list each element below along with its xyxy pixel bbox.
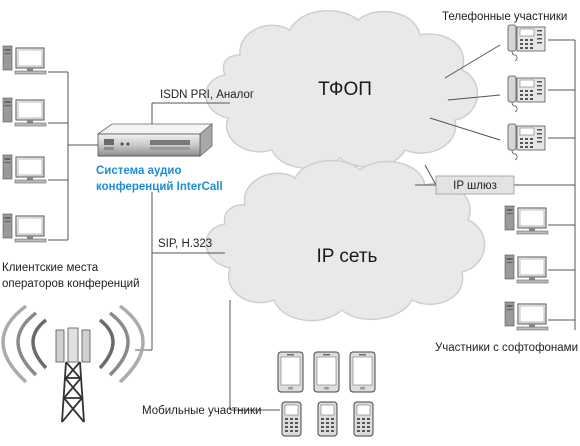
desktop-computer-icon (2, 154, 47, 184)
desktop-computer-icon (504, 254, 549, 284)
system-label-line2: конференций InterCall (96, 181, 223, 193)
mobile-phone-icon (353, 401, 374, 437)
smartphone-icon (349, 351, 376, 393)
isdn-link-label: ISDN PRI, Аналог (160, 89, 254, 101)
operators-label-line2: операторов конференций (2, 278, 140, 290)
desktop-computer-icon (504, 205, 549, 235)
smartphone-icon (277, 351, 304, 393)
connection-lines (48, 39, 576, 411)
desk-phone-icon (507, 75, 546, 113)
conference-server: Система аудио конференций InterCall (96, 123, 223, 193)
sip-link-label: SIP, H.323 (158, 238, 212, 250)
server-rack-icon (96, 123, 214, 157)
cell-tower-icon (1, 304, 145, 423)
desk-phone-icon (507, 24, 546, 62)
operators-label-line1: Клиентские места (2, 262, 99, 274)
desktop-computer-icon (504, 301, 549, 331)
pstn-cloud: ТФОП (205, 9, 478, 170)
ip-cloud: IP сеть (205, 159, 486, 322)
mobile-participants: Мобильные участники (142, 351, 376, 437)
desktop-computer-icon (2, 213, 47, 243)
desktop-computer-icon (2, 45, 47, 75)
system-label-line1: Система аудио (96, 165, 182, 177)
pstn-cloud-label: ТФОП (318, 79, 372, 100)
phones-label: Телефонные участники (442, 11, 567, 23)
softphone-participants: Участники с софтофонами (435, 205, 578, 354)
softphones-label: Участники с софтофонами (435, 342, 578, 354)
phone-participants: Телефонные участники (442, 11, 567, 161)
smartphone-icon (313, 351, 340, 393)
ip-cloud-label: IP сеть (317, 246, 378, 267)
ip-gateway: IP шлюз (435, 175, 515, 195)
mobile-label: Мобильные участники (142, 405, 261, 417)
mobile-phone-icon (281, 401, 302, 437)
desktop-computer-icon (2, 97, 47, 127)
operator-workstations: Клиентские места операторов конференций (2, 45, 140, 290)
desk-phone-icon (507, 123, 546, 161)
gateway-label: IP шлюз (453, 180, 497, 192)
mobile-phone-icon (317, 401, 338, 437)
